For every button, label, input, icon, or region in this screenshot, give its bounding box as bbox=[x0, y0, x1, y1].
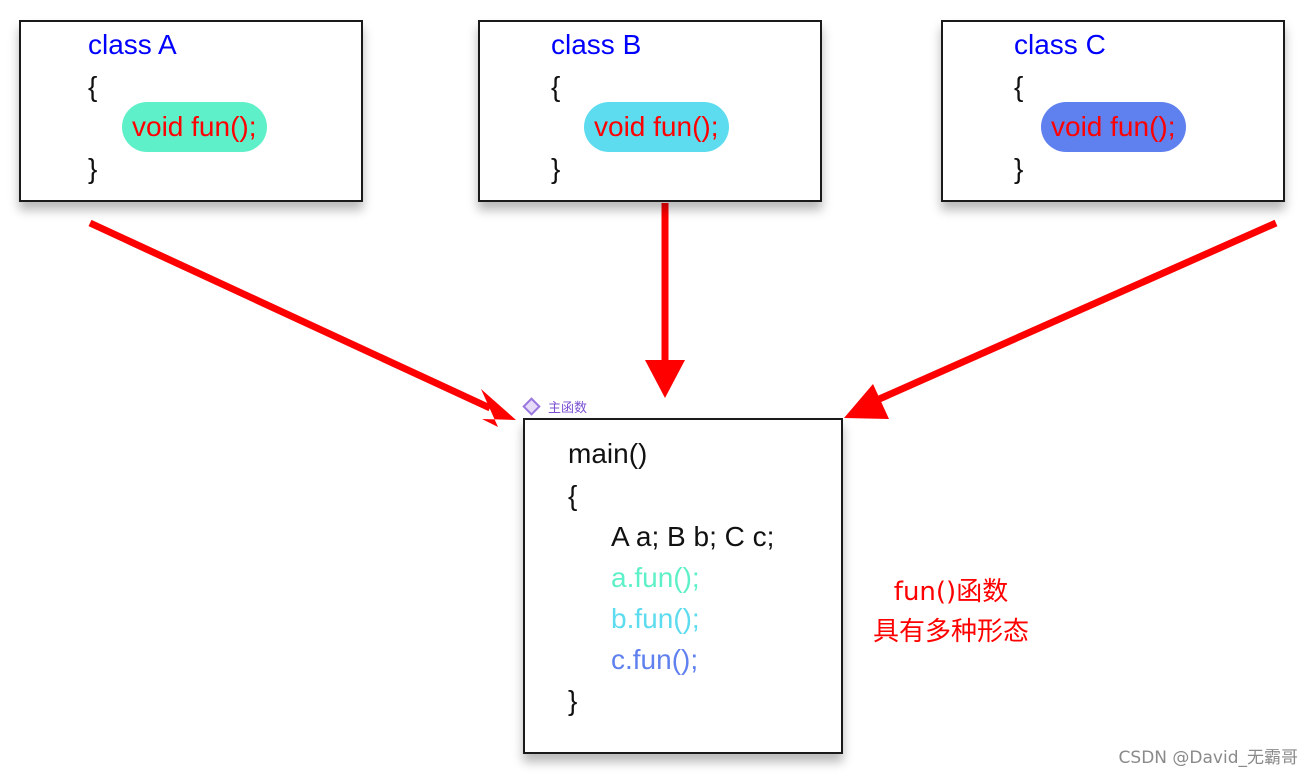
arrow-a-shaft bbox=[88, 219, 492, 412]
class-c-close-brace: } bbox=[1014, 153, 1024, 184]
main-function-tag-label: 主函数 bbox=[548, 400, 588, 416]
class-c-header: class C bbox=[1014, 29, 1106, 60]
arrow-c-head bbox=[844, 384, 889, 419]
arrow-c-to-main bbox=[844, 219, 1278, 419]
class-c-open-brace: { bbox=[1014, 71, 1024, 102]
class-a-close-brace: } bbox=[88, 153, 98, 184]
arrow-c-shaft bbox=[866, 219, 1278, 408]
main-open-brace: { bbox=[568, 480, 578, 511]
arrow-b-head bbox=[645, 360, 685, 398]
polymorphism-note-line1: fun()函数 bbox=[893, 577, 1009, 607]
polymorphism-note: fun()函数 具有多种形态 bbox=[856, 572, 1046, 652]
diamond-icon bbox=[522, 396, 541, 416]
watermark: CSDN @David_无霸哥 bbox=[1118, 748, 1298, 768]
class-b-box: class B { void fun(); } bbox=[478, 20, 822, 202]
main-call-b: b.fun(); bbox=[611, 603, 700, 634]
class-a-box: class A { void fun(); } bbox=[19, 20, 363, 202]
class-a-method: void fun(); bbox=[122, 102, 267, 152]
polymorphism-note-line2: 具有多种形态 bbox=[872, 617, 1029, 647]
class-b-open-brace: { bbox=[551, 71, 561, 102]
class-b-close-brace: } bbox=[551, 153, 561, 184]
class-b-header: class B bbox=[551, 29, 642, 60]
main-declarations: A a; B b; C c; bbox=[611, 521, 775, 552]
class-a-open-brace: { bbox=[88, 71, 98, 102]
main-box: main() { A a; B b; C c; a.fun(); b.fun()… bbox=[523, 418, 843, 754]
arrow-a-head bbox=[481, 389, 516, 427]
main-signature: main() bbox=[568, 438, 648, 469]
arrow-a-to-main bbox=[88, 219, 516, 427]
main-function-tag: 主函数 bbox=[522, 396, 587, 416]
class-c-box: class C { void fun(); } bbox=[941, 20, 1285, 202]
main-call-a: a.fun(); bbox=[611, 562, 700, 593]
class-a-header: class A bbox=[88, 29, 177, 60]
class-b-method: void fun(); bbox=[584, 102, 729, 152]
main-call-c: c.fun(); bbox=[611, 644, 699, 675]
arrow-b-to-main bbox=[645, 203, 685, 398]
main-close-brace: } bbox=[568, 685, 578, 716]
class-c-method: void fun(); bbox=[1041, 102, 1186, 152]
